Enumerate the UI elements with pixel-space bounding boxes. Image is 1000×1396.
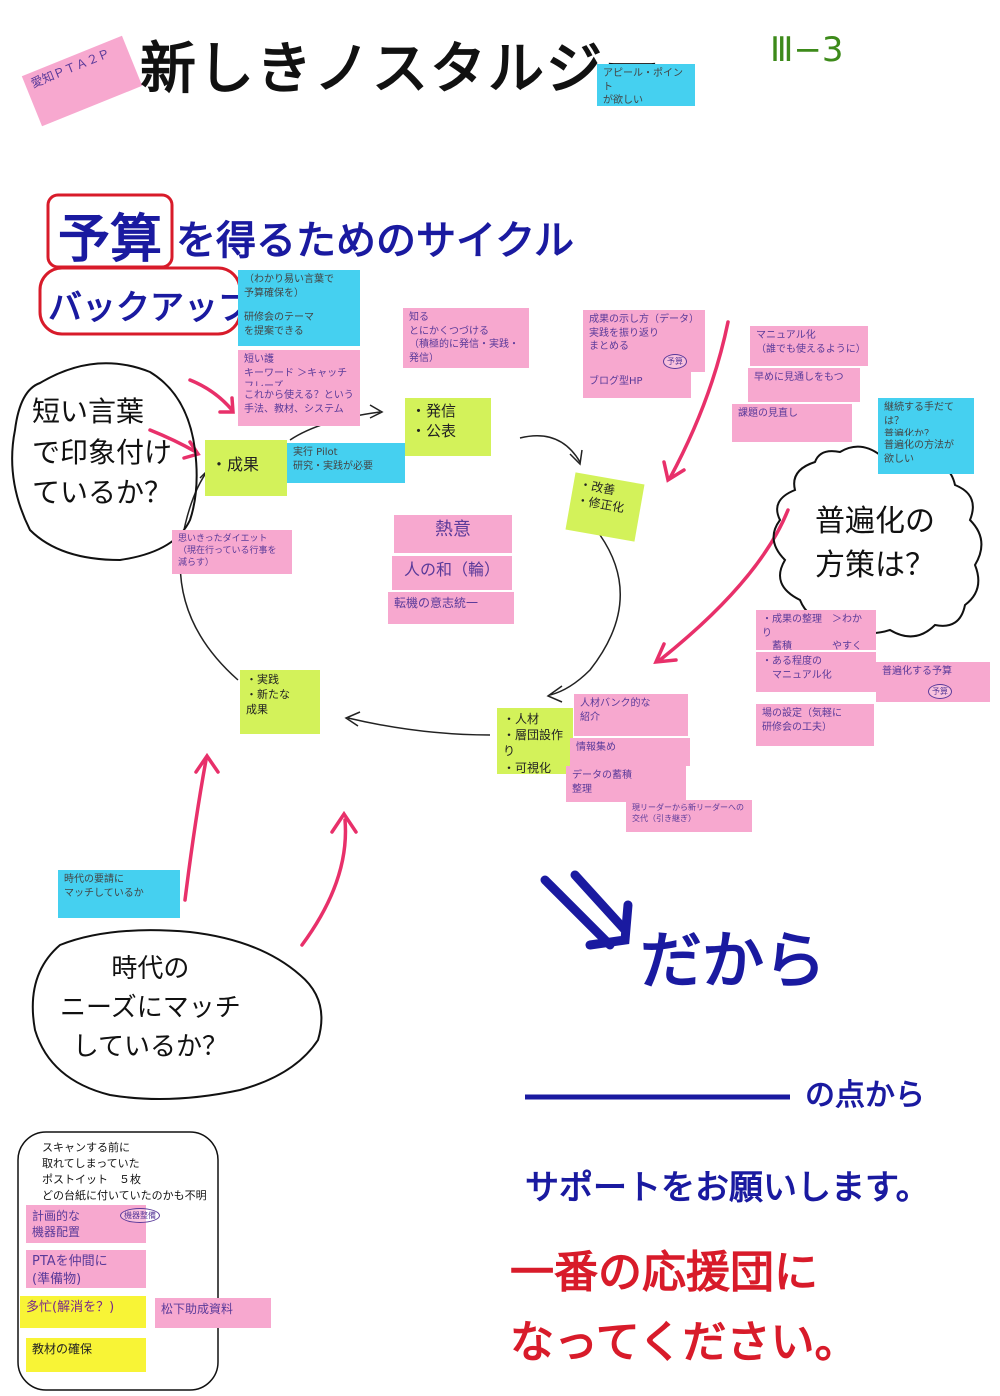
cycle-improve: ・改善 ・修正化 [565,472,645,542]
magenta-arrows [148,320,790,947]
bubble-era-needs [31,929,323,1100]
note-blog: ブログ型HP [583,372,691,398]
note-venue: 場の設定（気軽に 研修会の工夫） [756,704,874,746]
scan-item-3: 多忙(解消を？) [20,1296,146,1328]
note-spirit: 転機の意志統一 [388,592,514,624]
note-keywords: 短い護 キーワード ＞キャッチフレーズ [238,350,360,386]
dakara-text: だから [640,924,827,997]
note-data-store: データの蓄積 整理 [566,766,686,802]
equipment-stamp: 機器整備 [120,1208,160,1223]
note-universal-method: 普遍化の方法が 欲しい [878,436,974,474]
bubble-short-words-text: 短い言葉 で印象付け ているか？ [32,395,173,510]
note-blue-1: （わかり易い言葉で 予算確保を） [238,270,360,308]
appeal-note: アピール・ポイント が欲しい [597,64,695,106]
cycle-publish: ・発信 ・公表 [405,398,491,456]
note-issues: 課題の見直し [732,404,852,442]
note-info: 情報集め [570,738,690,766]
note-passion: 熱意 [394,515,512,553]
budget-word: 予算 [58,210,163,270]
scan-item-2: PTAを仲間に (準備物) [26,1250,146,1288]
note-talent: 人材バンク的な 紹介 [574,694,688,736]
note-data: 成果の示し方（データ） 実践を振り返り まとめる [583,310,705,372]
note-handover: 現リーダーから新リーダーへの 交代（引き継ぎ） [626,800,752,832]
heading-rest: を得るためのサイクル [176,218,574,264]
budget-stamp-tag: 予算 [928,684,952,699]
budget-stamp-small: 予算 [663,354,687,369]
cycle-people: ・人材 ・層団設作り ・可視化 [497,708,573,774]
cycle-practice: ・実践 ・新たな 成果 [240,670,320,734]
note-pilot: 実行 Pilot 研究・実践が必要 [287,443,405,483]
note-era-match: 時代の要請に マッチしているか [58,870,180,918]
note-early: 早めに見通しをもつ [748,368,860,402]
page-code: Ⅲ−3 [770,30,844,70]
support-text: サポートをお願いします。 [525,1168,930,1208]
cycle-results: ・成果 [205,440,287,496]
note-organize: ・成果の整理 ＞わかり 蓄積 やすく [756,610,876,650]
scan-item-4: 教材の確保 [26,1338,146,1372]
note-diet: 思いきったダイエット （現在行っている行事を 減らす） [172,530,292,574]
note-announce: 知る とにかくつづける （積極的に発信・実践・発信） [403,308,529,368]
cheer-text: 一番の応援団に なってください。 [510,1247,859,1369]
scan-label-right: 松下助成資料 [155,1298,271,1328]
note-methods: これから使える？という 手法、教材、システム [238,386,360,426]
note-continue: 継続する手だては？ 普遍化か？ [878,398,974,436]
note-manual: マニュアル化 （誰でも使えるように） [750,326,868,366]
bubble-short-words [11,362,198,562]
dakara-arrow [540,870,633,950]
page-title: 新しきノスタルジー [140,37,662,102]
bubble-era-needs-text: 時代の ニーズにマッチ しているか？ [60,954,241,1062]
bubble-universal-text: 普遍化の 方策は？ [815,504,935,583]
note-harmony: 人の和（輪） [392,556,512,590]
note-degree: ・ある程度の マニュアル化 [756,652,876,692]
note-blue-2: 研修会のテーマ を提案できる [238,308,360,346]
scan-frame [17,1131,219,1391]
point-suffix: の点から [805,1078,925,1113]
backup-label: バックアップ [48,288,252,328]
